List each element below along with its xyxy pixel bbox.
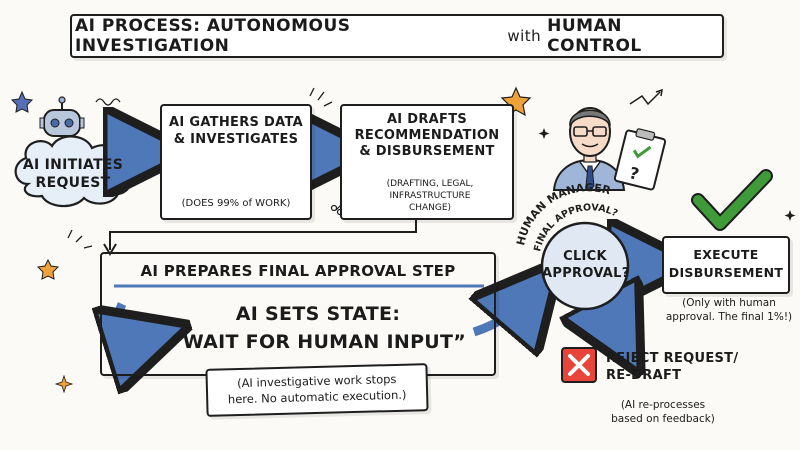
drafts-box: AI DRAFTS RECOMMENDATION & DISBURSEMENT … [340, 104, 514, 220]
robot-icon [39, 96, 85, 137]
check-icon [693, 171, 771, 229]
prepare-heading: AI PREPARES FINAL APPROVAL STEP [140, 262, 456, 280]
prepare-box: AI PREPARES FINAL APPROVAL STEP AI SETS … [100, 252, 496, 376]
connector-drafts-to-prepare [109, 218, 417, 250]
title-part2: with [507, 27, 542, 45]
star-icon-orange-left [36, 258, 60, 280]
star-icon-blue [10, 90, 34, 113]
gather-note: (DOES 99% of WORK) [181, 198, 291, 209]
title-banner: AI PROCESS: AUTONOMOUS INVESTIGATION wit… [70, 14, 724, 58]
execute-note1: (Only with human [682, 297, 776, 309]
curved-arrow-icon [117, 302, 148, 340]
reject-line2: RE-DRAFT [606, 368, 682, 383]
cloud-line2: REQUEST [35, 175, 111, 191]
reject-note1: (AI re-processes [620, 399, 706, 411]
reject-line1: REJECT REQUEST/ [606, 351, 739, 366]
reject-button[interactable]: REJECT REQUEST/ RE-DRAFT [606, 350, 756, 384]
title-part3: HUMAN CONTROL [547, 16, 642, 56]
clipboard-icon: ? [613, 128, 667, 191]
reject-x-icon [561, 347, 597, 383]
approval-line1: CLICK [563, 249, 607, 264]
execute-box[interactable]: EXECUTE DISBURSEMENT [662, 236, 790, 294]
approval-line2: APPROVAL? [542, 266, 630, 281]
execute-line1: EXECUTE [693, 247, 759, 262]
gather-line2: & INVESTIGATES [173, 132, 299, 147]
manager-icon [552, 107, 626, 191]
gather-line1: AI GATHERS DATA [169, 115, 303, 130]
prepare-state2: “WAIT FOR HUMAN INPUT” [169, 331, 467, 353]
drafts-line1: AI DRAFTS [386, 112, 468, 127]
gather-box: AI GATHERS DATA & INVESTIGATES (DOES 99%… [160, 104, 312, 220]
trend-arrow-icon [629, 91, 661, 106]
approval-circle [540, 221, 630, 311]
arrow-prepare-to-approval [474, 294, 532, 332]
drafts-line3: & DISBURSEMENT [359, 144, 495, 159]
prepare-state1: AI SETS STATE: [235, 303, 401, 325]
clipboard-question-mark: ? [627, 163, 641, 184]
approval-button[interactable]: CLICK APPROVAL? [542, 248, 630, 282]
cloud-line1: AI INITIATES [22, 157, 124, 173]
execute-note: (Only with human approval. The final 1%!… [662, 296, 796, 324]
execute-line2: DISBURSEMENT [668, 265, 784, 280]
drafts-note1: (DRAFTING, LEGAL, [386, 179, 474, 189]
drafts-line2: RECOMMENDATION [354, 128, 500, 143]
reject-note: (AI re-processes based on feedback) [598, 398, 728, 426]
title-part1: AI PROCESS: AUTONOMOUS INVESTIGATION [75, 16, 351, 56]
sparkle-icon [54, 128, 796, 394]
prepare-note: (AI investigative work stops here. No au… [205, 363, 429, 417]
drafts-note2: INFRASTRUCTURE CHANGE) [389, 191, 471, 213]
arrow-approval-to-reject [604, 306, 620, 336]
cloud-label: AI INITIATES REQUEST [18, 156, 128, 192]
doodle-marks [67, 87, 649, 249]
execute-note2: approval. The final 1%!) [665, 311, 793, 323]
reject-note2: based on feedback) [611, 413, 715, 425]
